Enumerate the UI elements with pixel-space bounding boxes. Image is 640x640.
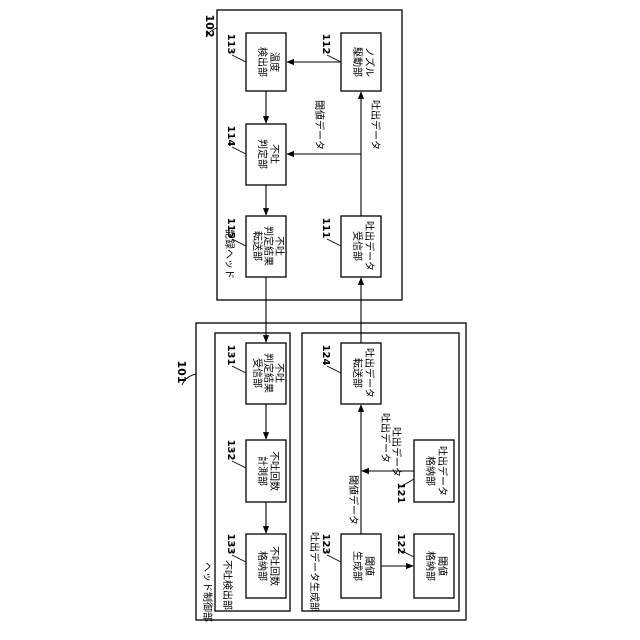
eject-data-receiver-ref: 111 <box>320 218 331 239</box>
eject-data-receiver-label-2: 受信部 <box>351 231 364 261</box>
eject-data-storage-label-1: 吐出データ <box>436 446 449 496</box>
eject-data-transfer-leader <box>327 366 341 373</box>
judge-result-receiver-leader <box>232 366 246 373</box>
nonejection-judge-leader <box>232 147 246 154</box>
count-measure-label-2: 計測部 <box>256 456 269 486</box>
eject-data-transfer-label-2: 転送部 <box>351 358 364 388</box>
eject-data-label-gen-lower: 吐出データ <box>390 427 403 477</box>
eject-data-transfer-ref: 124 <box>320 345 331 366</box>
count-storage-label-1: 不吐回数 <box>268 546 281 586</box>
eject-data-storage-ref: 121 <box>395 483 406 504</box>
judge-result-receiver-label-2: 判定結果 <box>262 353 275 393</box>
count-storage-ref: 133 <box>225 534 236 555</box>
nozzle-driver-ref: 112 <box>320 34 331 55</box>
nonejection-judge-label-1: 不吐 <box>268 144 280 164</box>
threshold-generator-label-1: 閾値 <box>363 556 376 576</box>
judge-result-transfer-label-1: 不吐 <box>273 236 285 256</box>
judge-result-receiver-ref: 131 <box>225 345 236 366</box>
count-storage-leader <box>232 555 246 562</box>
judge-result-transfer-ref: 115 <box>225 218 236 239</box>
eject-data-label-head: 吐出データ <box>369 100 382 150</box>
temperature-detector-ref: 113 <box>225 34 236 55</box>
head-controller-group: 101 ヘッド制御部 不吐検出部 不吐 判定結果 受信部 131 不吐回数 計測… <box>175 323 466 622</box>
recording-head-ref: 102 <box>203 15 216 38</box>
nonejection-detector-title: 不吐検出部 <box>221 560 234 610</box>
threshold-data-label-gen: 閾値データ <box>347 475 360 525</box>
threshold-storage-ref: 122 <box>395 534 406 555</box>
threshold-data-label-head: 閾値データ <box>313 100 326 150</box>
judge-result-receiver-label-3: 受信部 <box>251 358 264 388</box>
eject-data-transfer-label-1: 吐出データ <box>363 348 376 398</box>
eject-data-generator-title: 吐出データ生成部 <box>308 532 321 612</box>
threshold-storage-label-2: 格納部 <box>424 551 437 581</box>
eject-data-storage-label-2: 格納部 <box>424 456 437 486</box>
judge-result-transfer-label-2: 判定結果 <box>262 226 275 266</box>
eject-data-receiver-label-1: 吐出データ <box>363 221 376 271</box>
head-controller-title: ヘッド制御部 <box>201 562 214 622</box>
nozzle-driver-label-1: ノズル <box>363 47 376 77</box>
eject-data-receiver-leader <box>327 239 341 246</box>
nonejection-judge-ref: 114 <box>225 126 236 147</box>
count-measure-label-1: 不吐回数 <box>268 451 281 491</box>
count-measure-ref: 132 <box>225 440 236 461</box>
temperature-detector-label-2: 検出部 <box>256 47 269 77</box>
count-measure-leader <box>232 461 246 468</box>
nozzle-driver-label-2: 駆動部 <box>351 47 364 77</box>
nonejection-judge-label-2: 判定部 <box>256 139 269 169</box>
head-controller-ref: 101 <box>175 361 188 384</box>
threshold-generator-label-2: 生成部 <box>351 551 364 581</box>
judge-result-receiver-label-1: 不吐 <box>273 363 285 383</box>
temperature-detector-label-1: 温度 <box>268 52 281 72</box>
nozzle-driver-leader <box>327 55 341 62</box>
threshold-generator-leader <box>327 555 341 562</box>
recording-head-group: 102 記録ヘッド 温度 検出部 113 ノズル 駆動部 112 不吐 判定部 … <box>203 10 402 300</box>
judge-result-transfer-label-3: 転送部 <box>251 231 264 261</box>
temperature-detector-leader <box>232 55 246 62</box>
count-storage-label-2: 格納部 <box>256 551 269 581</box>
threshold-generator-ref: 123 <box>320 534 331 555</box>
threshold-storage-label-1: 閾値 <box>436 556 449 576</box>
